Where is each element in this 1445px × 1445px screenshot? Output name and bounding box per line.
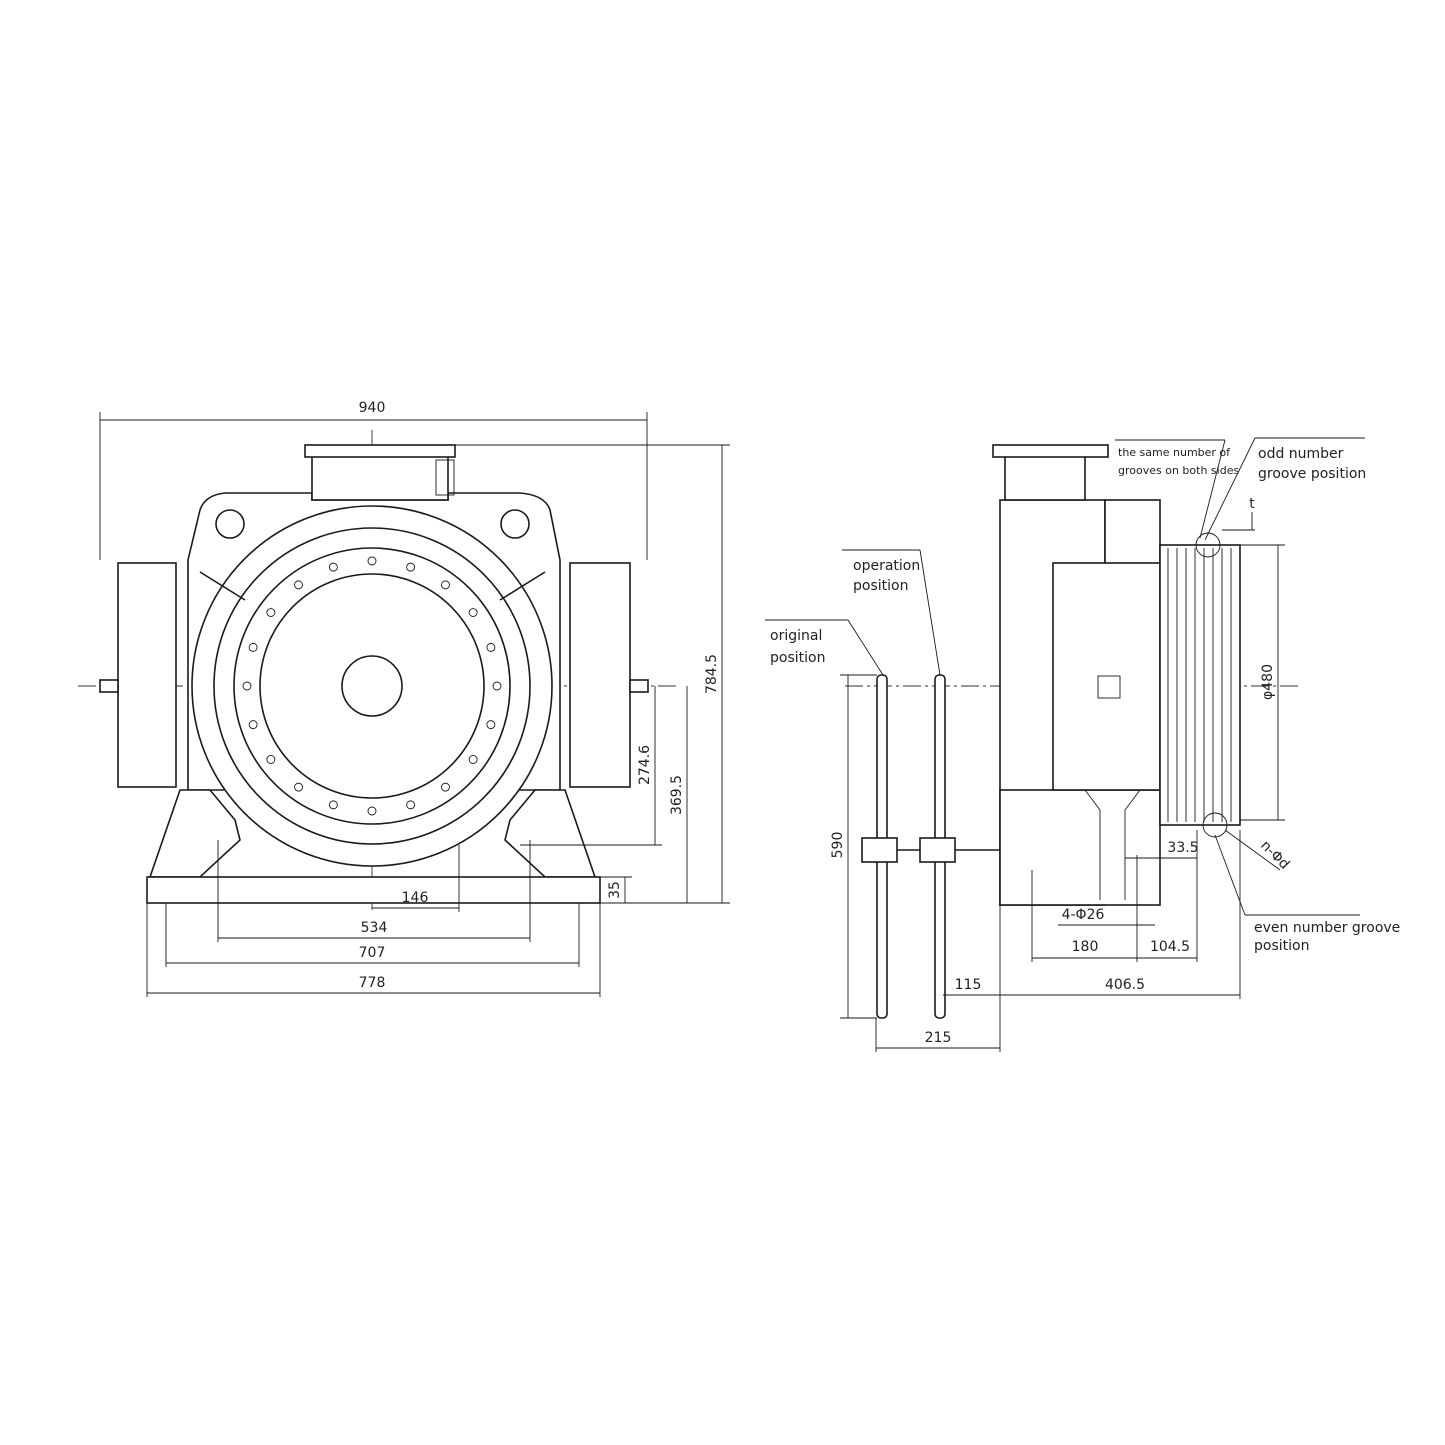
traction-sheave [1159, 544, 1241, 826]
foot-right [504, 789, 597, 878]
note-operation-2: position [853, 578, 908, 594]
dim-180: 180 [1072, 939, 1099, 955]
terminal-box [311, 454, 449, 501]
cable-gland [435, 459, 455, 496]
side-terminal-box [1004, 454, 1086, 501]
note-odd-groove-1: odd number [1258, 446, 1344, 462]
bolt-hole [406, 562, 416, 572]
hub-original [861, 837, 898, 863]
bolt-hole [266, 755, 276, 764]
dim-406-5: 406.5 [1105, 977, 1145, 993]
terminal-box-lid [304, 444, 456, 458]
bolt-hole [468, 608, 478, 617]
side-base [999, 789, 1161, 906]
dim-bolt-holes: 4-Φ26 [1062, 907, 1105, 923]
end-cover [259, 573, 485, 799]
front-view: 940 784.5 369.5 274.6 35 146 534 707 778 [78, 400, 730, 997]
brake-left [117, 562, 177, 788]
note-original-2: position [770, 650, 825, 666]
brake-plate [1052, 562, 1161, 791]
bolt-hole [441, 580, 450, 590]
bolt-hole [248, 720, 258, 730]
bolt-hole [441, 782, 450, 792]
dim-33-5: 33.5 [1167, 840, 1198, 856]
side-terminal-lid [992, 444, 1109, 458]
support-rib [1084, 789, 1141, 900]
bolt-hole [367, 556, 377, 566]
note-original-1: original [770, 628, 822, 644]
note-same-grooves-1: the same number of [1118, 446, 1231, 459]
flange-bolts [242, 556, 502, 816]
lifting-eye-left [215, 509, 245, 539]
bolt-hole [294, 580, 303, 590]
dim-phi-480: φ480 [1260, 664, 1276, 700]
lifting-eye-right [500, 509, 530, 539]
dim-104-5: 104.5 [1150, 939, 1190, 955]
dim-534: 534 [361, 920, 388, 936]
dim-274-6: 274.6 [637, 745, 653, 785]
brake-bolt-left [99, 679, 119, 693]
brake-bolt-right [629, 679, 649, 693]
bolt-hole [248, 642, 258, 652]
foot-left [148, 789, 241, 878]
bolt-hole [367, 806, 377, 816]
dim-115: 115 [955, 977, 982, 993]
dim-t: t [1249, 496, 1255, 512]
even-groove-detail [1202, 812, 1228, 838]
dim-940: 940 [359, 400, 386, 416]
note-even-groove-2: position [1254, 938, 1309, 954]
note-odd-groove-2: groove position [1258, 466, 1366, 482]
dim-778: 778 [359, 975, 386, 991]
bolt-hole [328, 562, 338, 572]
outer-housing-circle [191, 505, 553, 867]
base-plate [146, 876, 601, 904]
side-dimension-lines [765, 437, 1365, 1052]
dim-146: 146 [402, 890, 429, 906]
bolt-hole [468, 755, 478, 764]
note-same-grooves-2: grooves on both sides [1118, 464, 1239, 477]
sheave-grooves [1167, 548, 1241, 822]
dim-215: 215 [925, 1030, 952, 1046]
bolt-hole [492, 681, 502, 691]
side-view: 590 215 115 406.5 180 104.5 33.5 φ480 4-… [765, 437, 1400, 1052]
front-dimension-lines [99, 412, 730, 997]
brake-arm-right [499, 571, 546, 601]
hub-operation [919, 837, 956, 863]
dim-590: 590 [830, 832, 846, 859]
brake-arm-left [199, 571, 246, 601]
dim-784-5: 784.5 [704, 654, 720, 694]
bolt-hole [266, 608, 276, 617]
side-boss [1104, 499, 1161, 566]
dim-n-phi-d: n-Φd [1257, 838, 1292, 873]
bolt-hole [242, 681, 252, 691]
dim-35: 35 [607, 881, 623, 899]
bolt-hole [294, 782, 303, 792]
bolt-hole [486, 720, 496, 730]
note-operation-1: operation [853, 558, 920, 574]
center-nut [1097, 675, 1121, 699]
brake-right [569, 562, 631, 788]
shaft-hub [341, 655, 403, 717]
housing-ring [213, 527, 531, 845]
bolt-hole [328, 800, 338, 810]
dim-707: 707 [359, 945, 386, 961]
note-even-groove-1: even number groove [1254, 920, 1400, 936]
bolt-hole [406, 800, 416, 810]
flange-ring [233, 547, 511, 825]
dim-369-5: 369.5 [669, 775, 685, 815]
bolt-hole [486, 642, 496, 652]
